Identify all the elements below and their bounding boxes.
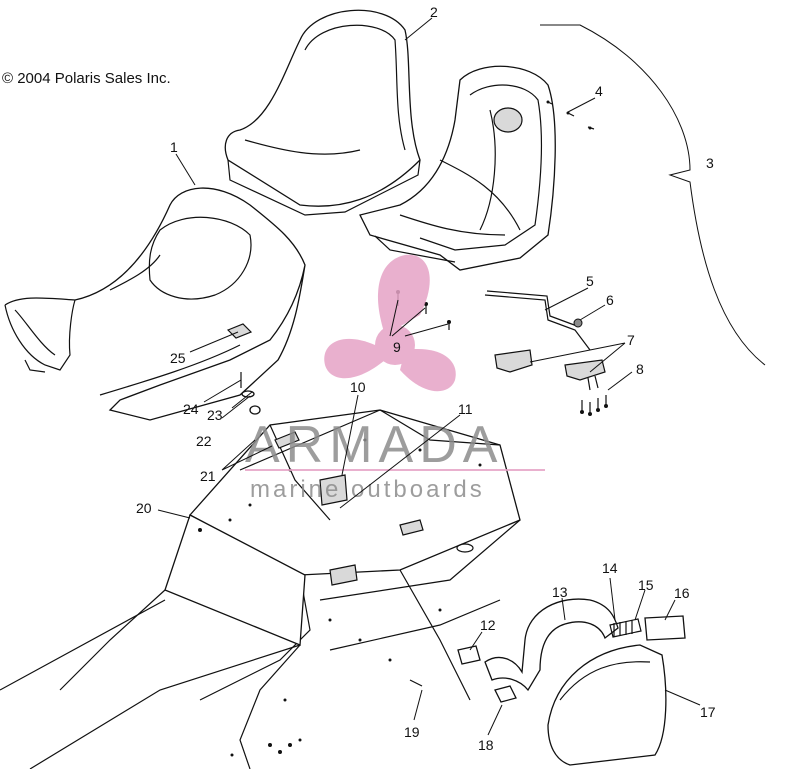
part-fasteners-22-24 bbox=[240, 372, 261, 415]
watermark-tagline: marine outboards bbox=[250, 476, 485, 503]
part-chassis-tunnel bbox=[0, 409, 521, 769]
callout-13: 13 bbox=[552, 584, 568, 600]
callout-4: 4 bbox=[595, 83, 603, 99]
callout-7: 7 bbox=[627, 332, 635, 348]
callout-12: 12 bbox=[480, 617, 496, 633]
callout-21: 21 bbox=[200, 468, 216, 484]
watermark: ARMADA marine outboards bbox=[245, 254, 545, 503]
callout-1: 1 bbox=[170, 139, 178, 155]
callout-11: 11 bbox=[458, 401, 473, 417]
callout-5: 5 bbox=[586, 273, 594, 289]
callout-9: 9 bbox=[393, 339, 401, 355]
callout-22: 22 bbox=[196, 433, 212, 449]
callout-labels: 1 2 3 4 5 6 7 8 9 10 11 12 13 14 15 16 1… bbox=[136, 4, 716, 753]
callout-10: 10 bbox=[350, 379, 366, 395]
callout-18: 18 bbox=[478, 737, 494, 753]
callout-24: 24 bbox=[183, 401, 199, 417]
callout-14: 14 bbox=[602, 560, 618, 576]
callout-15: 15 bbox=[638, 577, 654, 593]
callout-17: 17 bbox=[700, 704, 716, 720]
watermark-logo-icon bbox=[324, 254, 456, 392]
leader-lines bbox=[157, 17, 701, 736]
callout-25: 25 bbox=[170, 350, 186, 366]
callout-23: 23 bbox=[207, 407, 223, 423]
callout-3: 3 bbox=[706, 155, 714, 171]
copyright-notice: © 2004 Polaris Sales Inc. bbox=[2, 70, 171, 87]
watermark-brand: ARMADA bbox=[245, 416, 503, 474]
callout-20: 20 bbox=[136, 500, 152, 516]
part-screws-4 bbox=[546, 100, 595, 130]
part-backrest-cushion bbox=[224, 9, 421, 216]
part-main-seat bbox=[4, 187, 306, 421]
part-seat-back-shell bbox=[359, 65, 556, 271]
part-brackets-7 bbox=[494, 349, 606, 391]
callout-2: 2 bbox=[430, 4, 438, 20]
bracket-3 bbox=[540, 24, 766, 366]
part-bolts-8 bbox=[580, 395, 608, 416]
callout-6: 6 bbox=[606, 292, 614, 308]
part-nut-6 bbox=[573, 318, 583, 328]
callout-19: 19 bbox=[404, 724, 420, 740]
callout-16: 16 bbox=[674, 585, 690, 601]
part-bolt-19 bbox=[409, 679, 423, 687]
callout-8: 8 bbox=[636, 361, 644, 377]
part-hose-assembly bbox=[457, 598, 686, 766]
part-rod-5 bbox=[484, 290, 591, 351]
